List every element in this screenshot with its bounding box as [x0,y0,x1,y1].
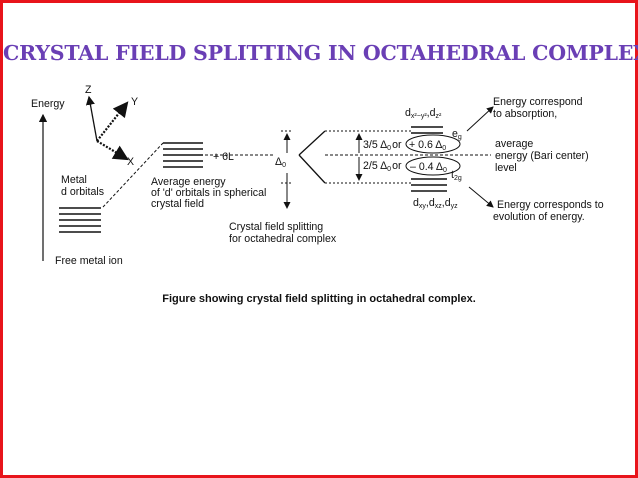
plus-6l-label: + 6L [213,151,234,163]
crystal-field-diagram: Energy Z Y X Metal d orbitals Free metal… [31,84,604,267]
free-ion-label: Free metal ion [55,255,123,267]
evolution-label-2: evolution of energy. [493,211,585,223]
barycenter-label-1: average [495,138,533,150]
barycenter-label-3: level [495,162,517,174]
absorption-arrow [466,106,494,132]
evolution-label-1: Energy corresponds to [497,199,604,211]
absorption-label-2: to absorption, [493,108,557,120]
coordinate-axes-icon: Z Y X [85,84,138,168]
split-line-up [298,130,326,156]
upper-value-ellipse [405,134,461,154]
free-ion-orbitals [59,207,101,233]
eg-orbitals [411,126,443,134]
average-energy-label-3: crystal field [151,198,204,210]
eg-orbital-names: dx²−y²,dz² [405,107,442,120]
slide-title: CRYSTAL FIELD SPLITTING IN OCTAHEDRAL CO… [3,41,638,65]
barycenter-label-2: energy (Bari center) [495,150,589,162]
t2g-label: t2g [451,169,462,182]
average-energy-label-2: of 'd' orbitals in spherical [151,187,266,199]
metal-d-label-1: Metal [61,174,87,186]
lower-value-ellipse [405,156,461,176]
metal-d-label-2: d orbitals [61,186,104,198]
upper-fraction-label: 3/5 Δ0or [363,139,402,152]
delta-o-label: Δ0 [275,156,286,169]
split-line-down [298,154,326,184]
average-energy-label-1: Average energy [151,176,226,188]
splitting-label-1: Crystal field splitting [229,221,323,233]
splitting-label-2: for octahedral complex [229,233,337,245]
evolution-arrow [468,186,494,208]
axis-y-label: Y [131,96,138,108]
lower-fraction-label: 2/5 Δ0or [363,160,402,173]
axis-z-label: Z [85,84,92,96]
upper-value-label: + 0.6 Δ0 [409,139,446,152]
lower-value-label: – 0.4 Δ0 [410,161,447,174]
absorption-label-1: Energy correspond [493,96,583,108]
figure-caption: Figure showing crystal field splitting i… [162,293,476,305]
eg-label: eg [452,128,462,141]
t2g-orbital-names: dxy,dxz,dyz [413,197,458,210]
spherical-field-orbitals [163,142,203,168]
t2g-orbitals [411,178,447,192]
axis-x-label: X [127,156,134,168]
energy-axis-label: Energy [31,98,65,110]
